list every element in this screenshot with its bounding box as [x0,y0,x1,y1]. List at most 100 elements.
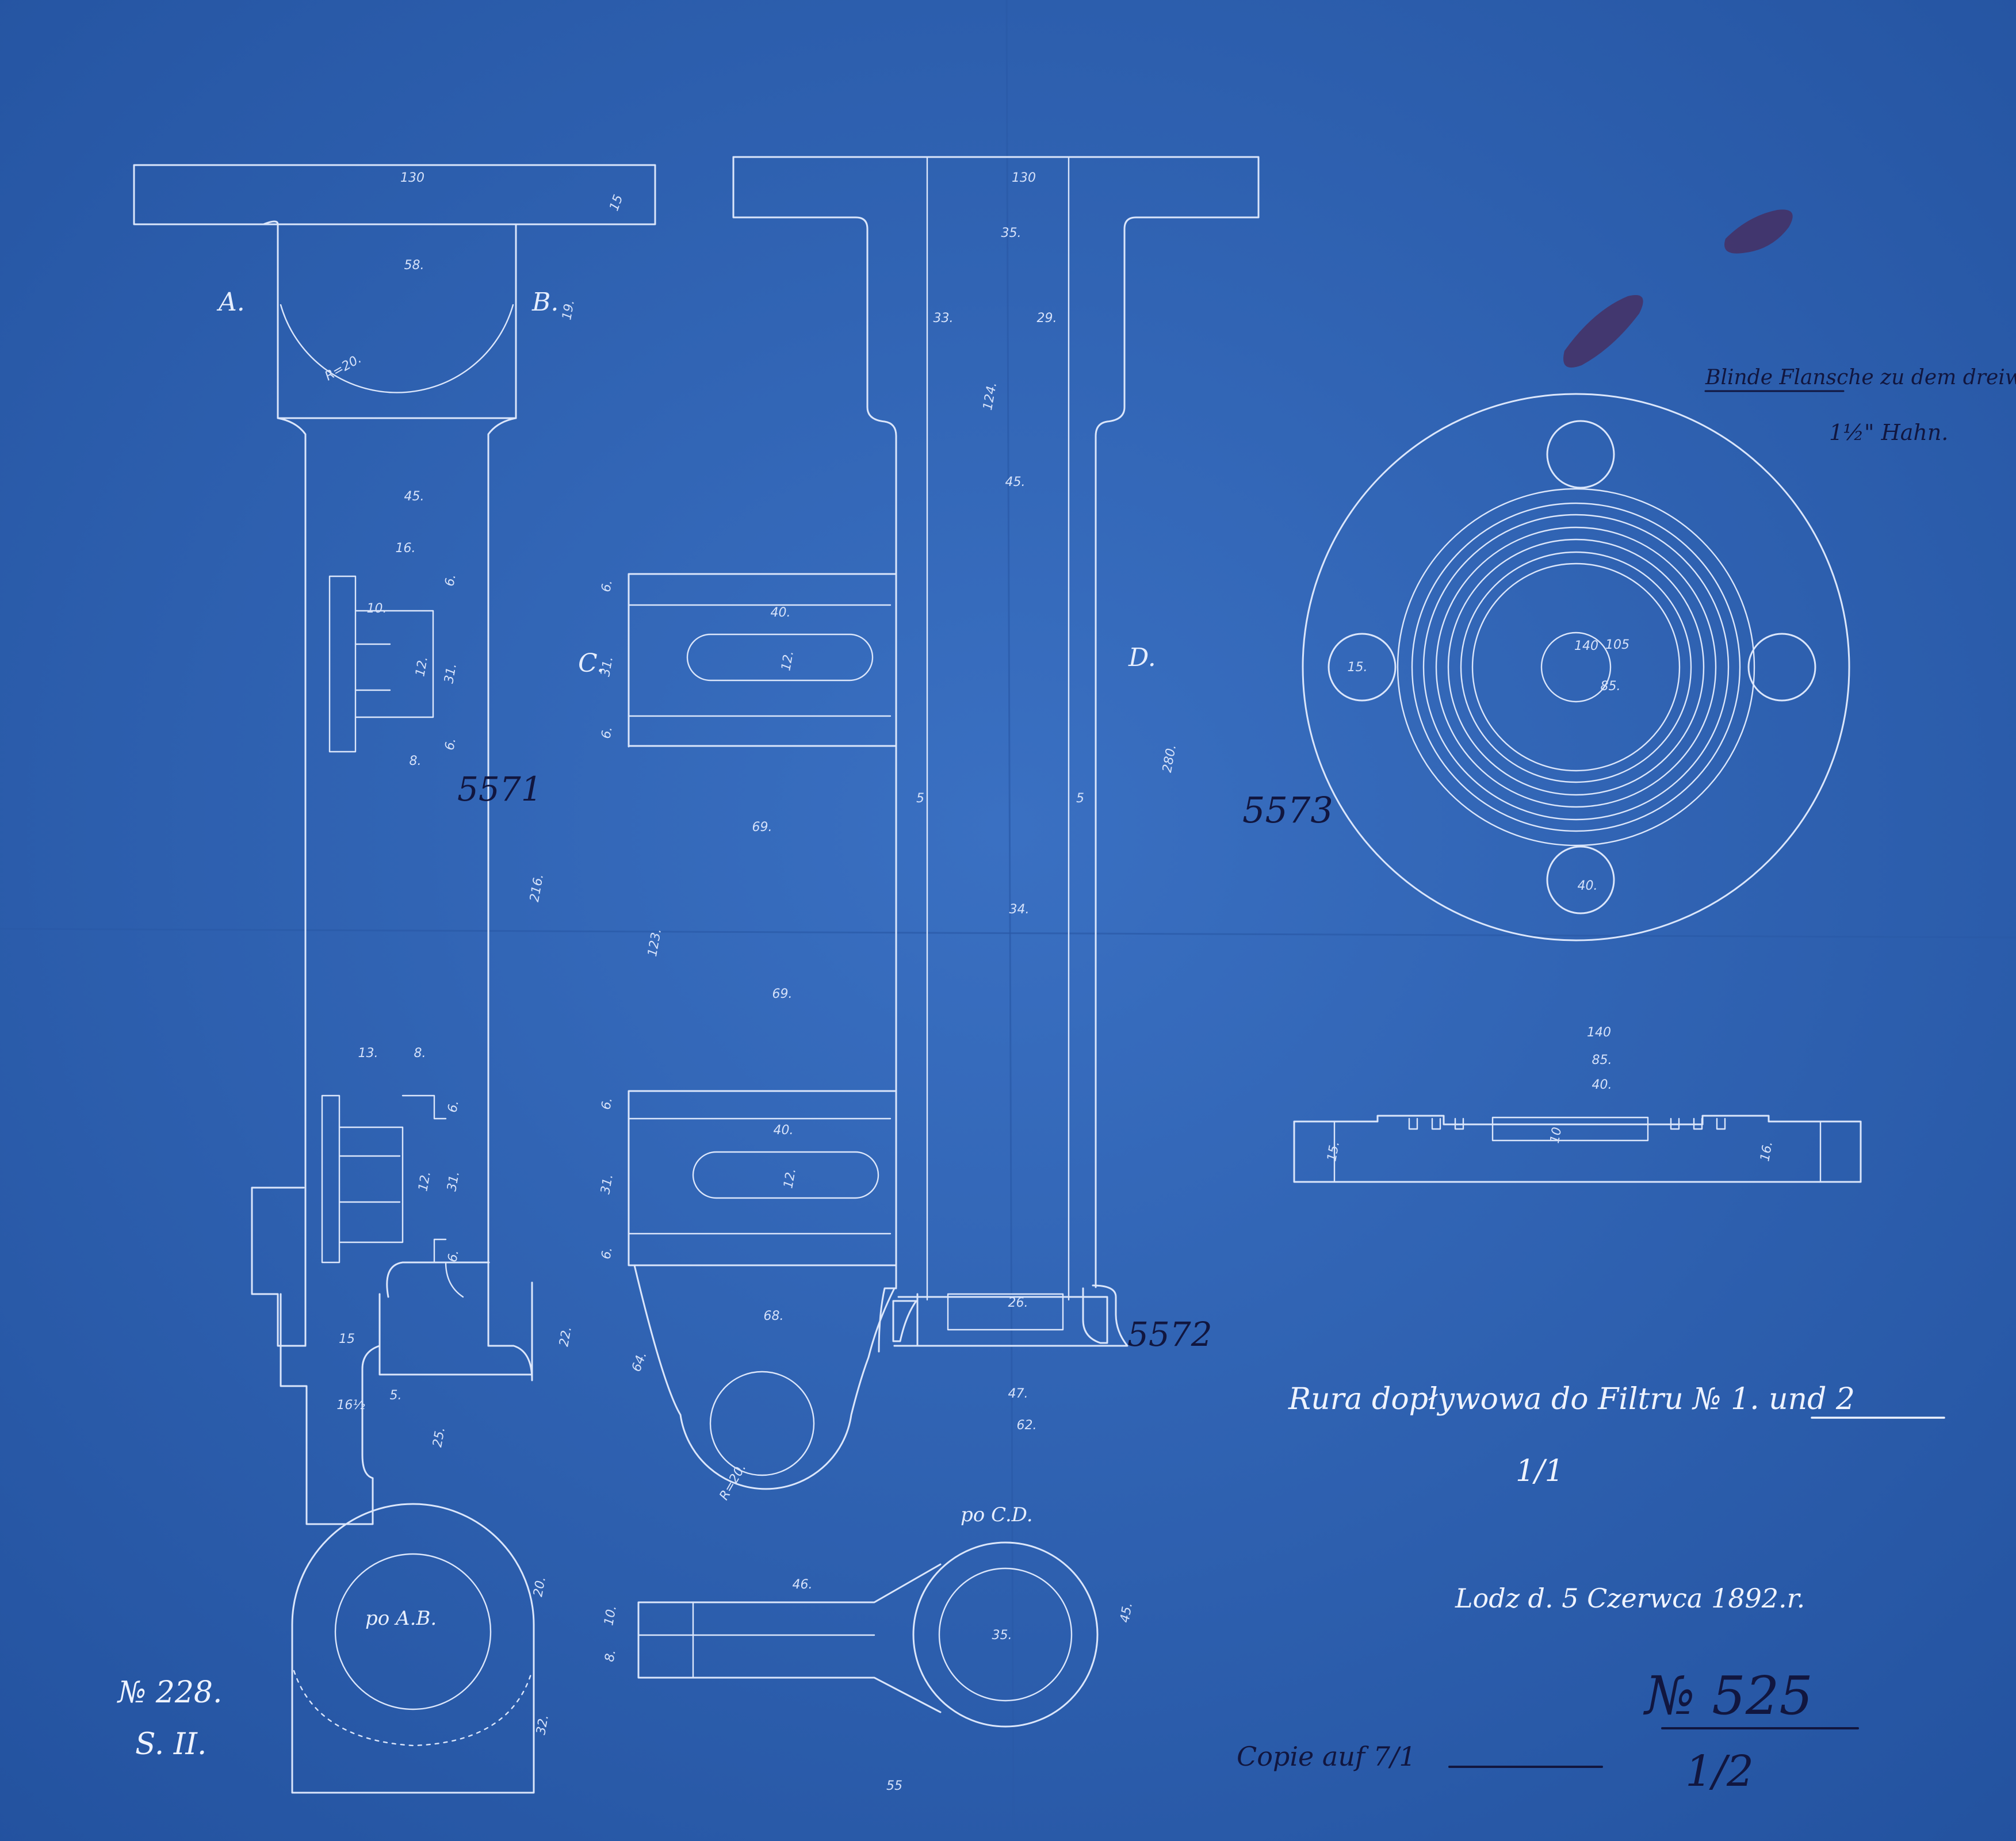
part-5571-section-ab [291,1503,535,1794]
flange-dim-15: 15. [1348,660,1368,675]
dim-130b: 130 [1012,171,1036,185]
section-dim-140: 140 [1587,1025,1611,1040]
drawing-line [1447,538,1705,796]
dim-69b: 69. [772,987,793,1001]
drawing-line [732,156,1260,1288]
dim-12a: 12. [413,655,431,678]
drawing-line [277,223,517,419]
view-labels: A. B. C. D. po A.B. po C.D. 5571 5572 55… [216,288,1333,1630]
section-letter-b: B. [531,288,558,317]
section-dim-15: 15. [1325,1140,1342,1162]
dim-45: 45. [404,489,424,504]
dim-6h: 6. [599,1246,615,1260]
dim-8a: 8. [410,754,422,768]
dim-40b: 40. [774,1123,794,1138]
dim-12b: 12. [416,1170,434,1192]
title-block: Rura dopływowa do Filtru № 1. und 2 1/1 … [117,366,2016,1796]
dim-6d: 6. [445,1249,461,1263]
drawing-line [378,1281,533,1376]
dim-45c: 45. [1118,1601,1135,1624]
dim-35b: 35. [992,1628,1012,1643]
drawing-line [637,1563,942,1713]
flange-dim-85: 85. [1601,679,1621,694]
dim-8c: 8. [602,1648,618,1663]
section-dim-85: 85. [1592,1053,1612,1067]
section-letter-d: D. [1128,643,1156,672]
drawing-line [938,1567,1073,1702]
section-dim-40: 40. [1592,1078,1612,1092]
drawing-line [1435,526,1717,808]
dim-31b: 31. [445,1170,462,1192]
dim-26: 26. [1008,1296,1028,1310]
dim-22: 22. [557,1325,575,1348]
flange-dim-105: 105 [1605,638,1629,652]
drawing-line [1422,514,1730,821]
drawing-line [893,1284,1128,1347]
dim-68: 68. [764,1309,784,1323]
dim-46: 46. [793,1578,813,1592]
dim-5b: 5 [1076,791,1084,806]
drawing-line [732,156,897,1288]
drawing-line [328,575,434,753]
dim-5a: 5 [916,791,924,806]
dim-35: 35. [1001,226,1022,240]
dim-34: 34. [1009,902,1030,917]
section-letter-c: C. [578,649,605,678]
drawing-line [1540,631,1612,703]
drawing-line [401,1094,447,1264]
drawing-scale: 1/1 [1516,1454,1564,1488]
drawing-line [1328,633,1397,702]
dimension-labels: 130 15 58. R=20. 19. 45. 16. 10. 12. 31.… [323,171,1776,1793]
ink-blot [1724,209,1793,254]
dim-12c: 12. [779,649,797,672]
dim-12d: 12. [781,1167,799,1189]
dim-10b: 10. [602,1604,619,1626]
paper-fold-horizontal [0,928,2016,939]
drawing-line [277,417,517,1347]
drawing-line [280,1293,381,1525]
dim-15b: 15 [339,1332,355,1346]
dim-40: 40. [771,606,791,620]
drawing-line [628,573,897,748]
dim-19: 19. [560,298,577,321]
drawing-line [1747,633,1816,702]
dim-29: 29. [1037,311,1057,326]
drawing-line [291,1503,535,1794]
drawing-title: Rura dopływowa do Filtru № 1. und 2 [1288,1382,1855,1417]
dim-20: 20. [531,1575,549,1598]
part-number-5572: 5572 [1127,1315,1212,1354]
part-5571-elevation [133,164,656,1525]
drawing-line [947,1293,1064,1331]
dim-69a: 69. [752,820,772,835]
dim-32: 32. [534,1713,552,1736]
part-number-5571: 5571 [457,770,542,809]
dim-6f: 6. [599,725,615,740]
drawing-line [1546,420,1615,489]
stamp-number: № 525 [1643,1665,1813,1727]
drawing-line [280,304,514,393]
drawing-line [628,1090,897,1266]
dim-6e: 6. [599,579,615,593]
copy-note: Copie auf 7/1 [1237,1741,1416,1772]
dim-31d: 31. [598,1173,616,1195]
flange-note-line1: Blinde Flansche zu dem dreiwegige [1705,366,2016,389]
dim-5: 5. [390,1388,402,1403]
drawing-line [1491,1116,1649,1142]
section-label-ab: po A.B. [365,1607,437,1630]
drawing-line [709,1371,815,1476]
dim-10: 10. [367,602,387,616]
dim-58: 58. [404,258,424,273]
drawing-line [1546,845,1615,914]
dim-6g: 6. [599,1096,615,1111]
dim-45b: 45. [1005,475,1026,489]
dim-16-half: 16½ [336,1398,365,1413]
drawing-line [445,1261,464,1298]
drawing-line [1471,562,1681,772]
section-letter-a: A. [216,288,245,317]
flange-dim-140: 140 [1574,639,1598,653]
dim-47: 47. [1008,1387,1028,1401]
section-label-cd: po C.D. [961,1503,1033,1526]
drawing-line [686,633,874,682]
part-number-5573: 5573 [1242,789,1333,831]
